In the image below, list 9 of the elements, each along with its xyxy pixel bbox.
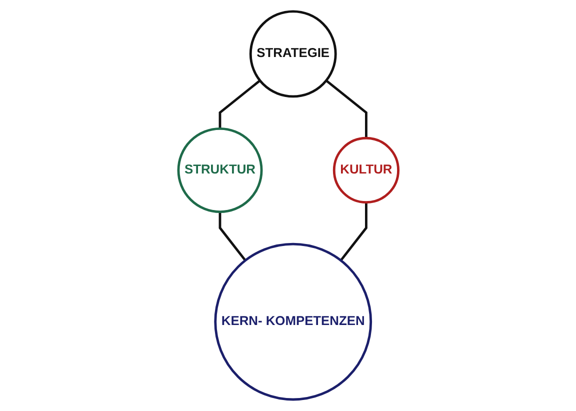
connector xyxy=(218,212,246,262)
node-circle xyxy=(249,10,336,98)
node-circle xyxy=(176,128,262,213)
connector xyxy=(218,80,260,129)
connector xyxy=(340,202,368,262)
diagram: STRATEGIE STRUKTUR KULTUR KERN- KOMPETENZEN xyxy=(172,5,404,406)
connector xyxy=(325,80,368,138)
node-circle xyxy=(214,242,372,401)
node-circle xyxy=(332,136,400,204)
